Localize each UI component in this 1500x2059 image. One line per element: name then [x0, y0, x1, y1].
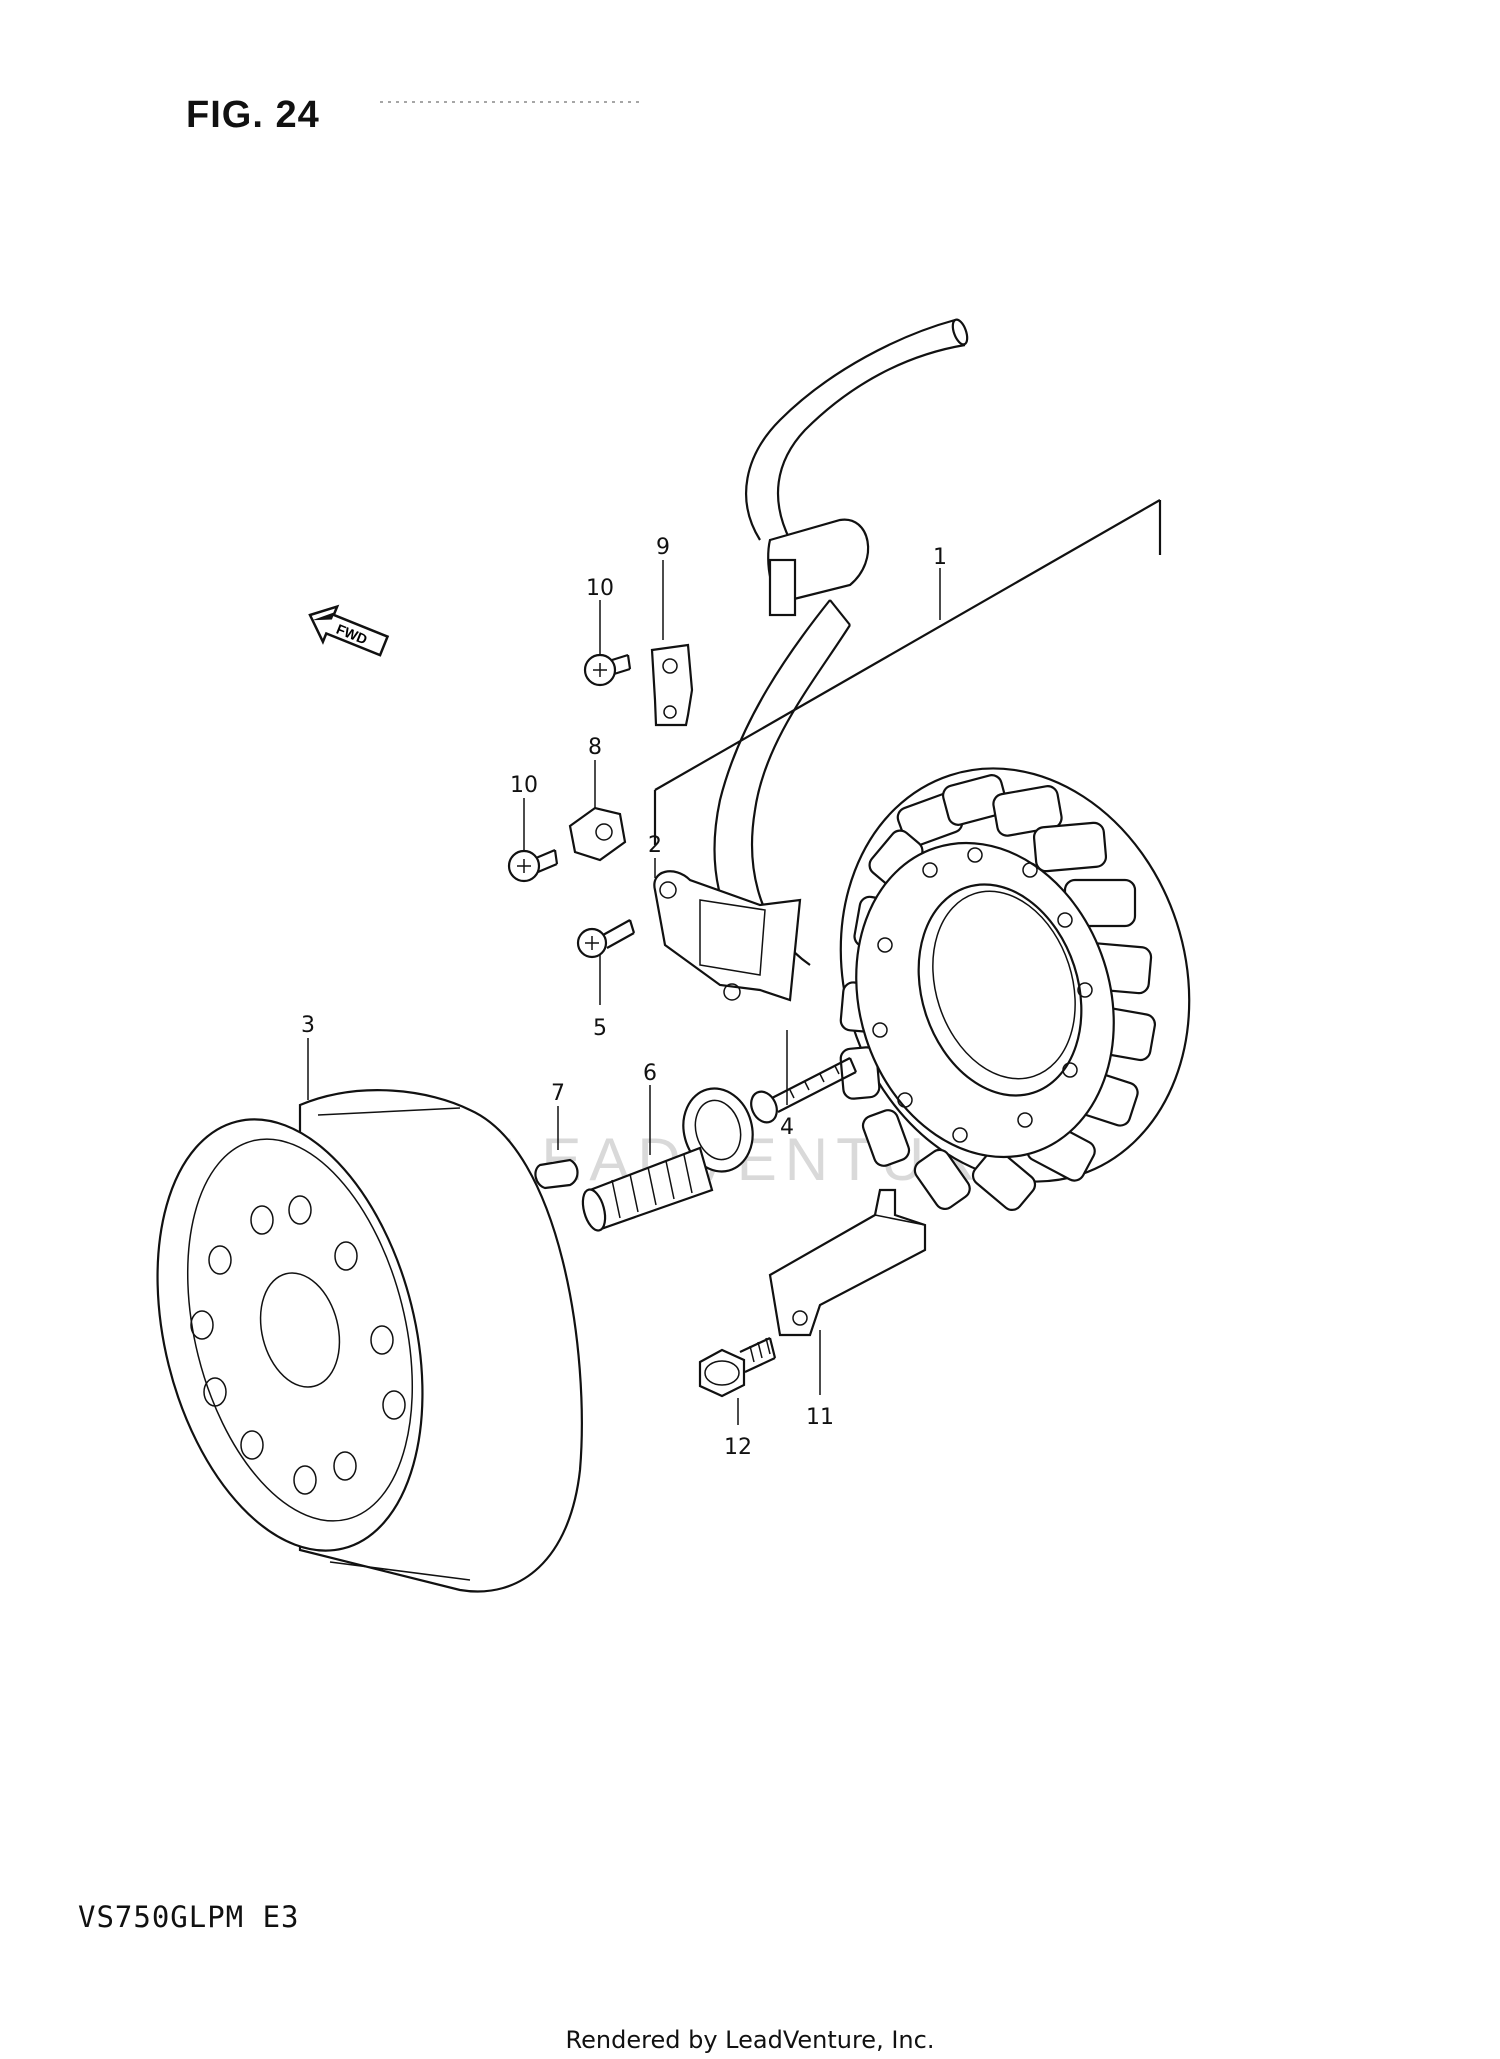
- stator-wire-harness: [713, 318, 969, 981]
- callout-10-upper: 10: [586, 576, 614, 601]
- clamp-plate-part-9: [650, 643, 694, 727]
- callout-11: 11: [806, 1405, 834, 1430]
- callout-5: 5: [593, 1016, 607, 1041]
- key-part-7: [534, 1158, 579, 1190]
- callout-labels: 1 2 3 4 5 6 7 8 9 10 10 11 12: [301, 535, 947, 1460]
- bolt-part-6: [581, 1087, 754, 1232]
- screw-part-10-lower: [507, 848, 559, 883]
- footer-credit: Rendered by LeadVenture, Inc.: [565, 2026, 935, 2054]
- callout-3: 3: [301, 1013, 315, 1038]
- callout-7: 7: [551, 1081, 565, 1106]
- bracket-part-11: [768, 1188, 927, 1337]
- callout-8: 8: [588, 735, 602, 760]
- callout-6: 6: [643, 1061, 657, 1086]
- wire-clamp-part-2: [653, 870, 802, 1002]
- figure-title: FIG. 24: [186, 94, 320, 136]
- callout-2: 2: [648, 833, 662, 858]
- stator-assembly-bracket: [653, 499, 1162, 845]
- callout-10-lower: 10: [510, 773, 538, 798]
- leader-lines: [307, 560, 941, 1425]
- callout-1: 1: [933, 545, 947, 570]
- screw-part-4: [750, 1057, 858, 1124]
- screw-part-10-upper: [583, 653, 632, 687]
- stator-coil: [839, 767, 1191, 1211]
- callout-9: 9: [656, 535, 670, 560]
- callout-4: 4: [780, 1115, 794, 1140]
- callout-12: 12: [724, 1435, 752, 1460]
- bolt-part-12: [698, 1337, 777, 1398]
- screw-part-5: [576, 919, 636, 959]
- plate-part-8: [568, 806, 627, 862]
- rotor-flywheel-part-3: [156, 1089, 583, 1593]
- model-code: VS750GLPM E3: [78, 1900, 300, 1934]
- fwd-arrow-icon: FWD: [308, 604, 390, 657]
